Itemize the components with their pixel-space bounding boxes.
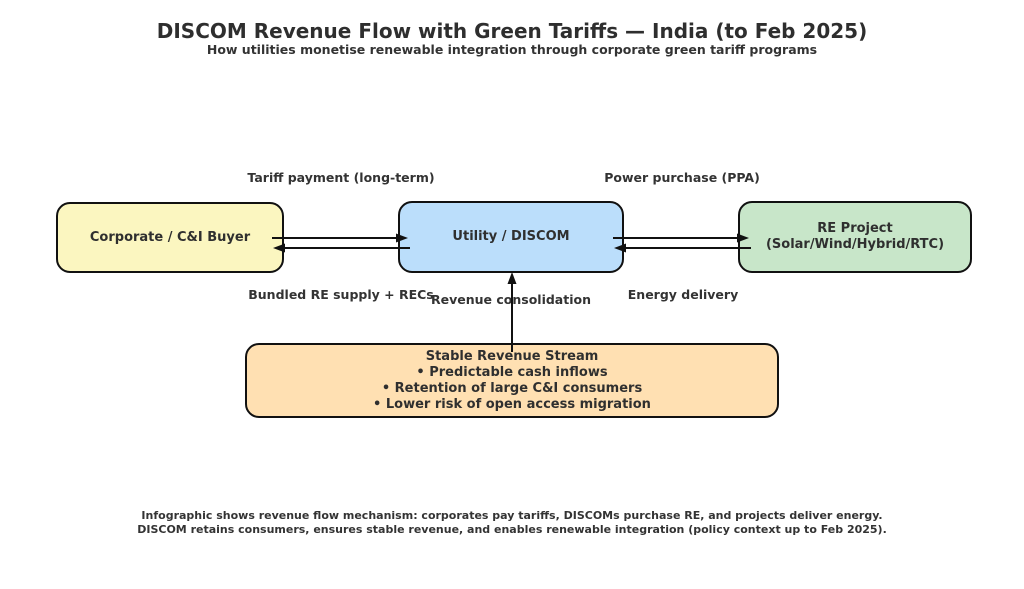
node-corporate-buyer: Corporate / C&I Buyer — [56, 202, 284, 273]
footer-caption-line2: DISCOM retains consumers, ensures stable… — [137, 522, 887, 536]
arrow-bundled-supply — [273, 243, 410, 253]
arrow-tariff-payment — [272, 233, 408, 243]
footer-caption-line1: Infographic shows revenue flow mechanism… — [141, 509, 883, 522]
node-corporate-buyer-label: Corporate / C&I Buyer — [89, 229, 251, 245]
arrow-energy-delivery — [614, 243, 751, 253]
arrow-revenue-consolidation — [507, 272, 517, 352]
node-utility-discom: Utility / DISCOM — [398, 201, 624, 273]
node-re-project-label-line2: (Solar/Wind/Hybrid/RTC) — [765, 237, 945, 252]
flow-label-tariff-payment: Tariff payment (long-term) — [247, 170, 435, 185]
node-utility-discom-label: Utility / DISCOM — [452, 229, 570, 244]
flow-label-energy-delivery: Energy delivery — [627, 287, 739, 302]
node-stable-revenue-stream: Stable Revenue Stream • Predictable cash… — [245, 343, 779, 418]
revenue-stream-title: Stable Revenue Stream — [425, 348, 599, 364]
node-re-project-label-line1: RE Project — [817, 221, 893, 236]
arrow-power-purchase — [613, 233, 749, 243]
flow-label-power-purchase: Power purchase (PPA) — [604, 170, 760, 185]
page-subtitle: How utilities monetise renewable integra… — [206, 42, 818, 57]
page-title: DISCOM Revenue Flow with Green Tariffs —… — [156, 19, 868, 43]
flow-label-bundled-supply: Bundled RE supply + RECs — [248, 287, 434, 302]
flow-label-revenue-consolidation: Revenue consolidation — [431, 292, 591, 307]
revenue-stream-bullet: • Lower risk of open access migration — [373, 396, 651, 412]
revenue-stream-bullet: • Predictable cash inflows — [416, 364, 608, 380]
footer-caption: Infographic shows revenue flow mechanism… — [0, 509, 1024, 536]
node-re-project: RE Project (Solar/Wind/Hybrid/RTC) — [738, 201, 972, 273]
revenue-stream-bullet: • Retention of large C&I consumers — [381, 380, 643, 396]
